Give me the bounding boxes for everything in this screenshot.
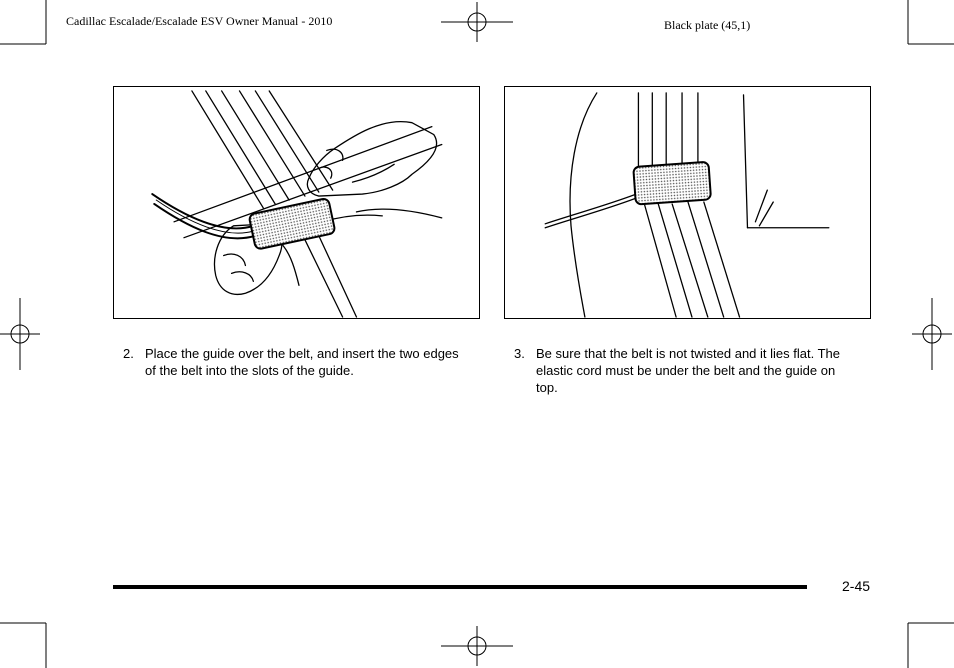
footer-rule	[113, 585, 807, 589]
step-text: Place the guide over the belt, and inser…	[145, 346, 459, 378]
registration-mark-top	[441, 2, 513, 42]
belt-guide-insertion-illustration	[151, 90, 443, 318]
manual-title: Cadillac Escalade/Escalade ESV Owner Man…	[66, 14, 333, 28]
plate-label: Black plate (45,1)	[664, 18, 751, 32]
belt-guide	[632, 161, 712, 206]
step-number: 2.	[123, 346, 134, 361]
step-text: Be sure that the belt is not twisted and…	[536, 346, 840, 395]
step-3: 3. Be sure that the belt is not twisted …	[514, 345, 859, 396]
figure-belt-flat-with-guide	[504, 86, 871, 319]
registration-mark-left	[0, 298, 40, 370]
page-number: 2-45	[842, 578, 871, 594]
belt-guide	[248, 198, 336, 250]
figure-insert-belt-into-guide	[113, 86, 480, 319]
step-number: 3.	[514, 346, 525, 361]
step-2: 2. Place the guide over the belt, and in…	[123, 345, 468, 379]
registration-mark-right	[912, 298, 952, 370]
belt-flat-illustration	[544, 92, 830, 318]
registration-mark-bottom	[441, 626, 513, 666]
